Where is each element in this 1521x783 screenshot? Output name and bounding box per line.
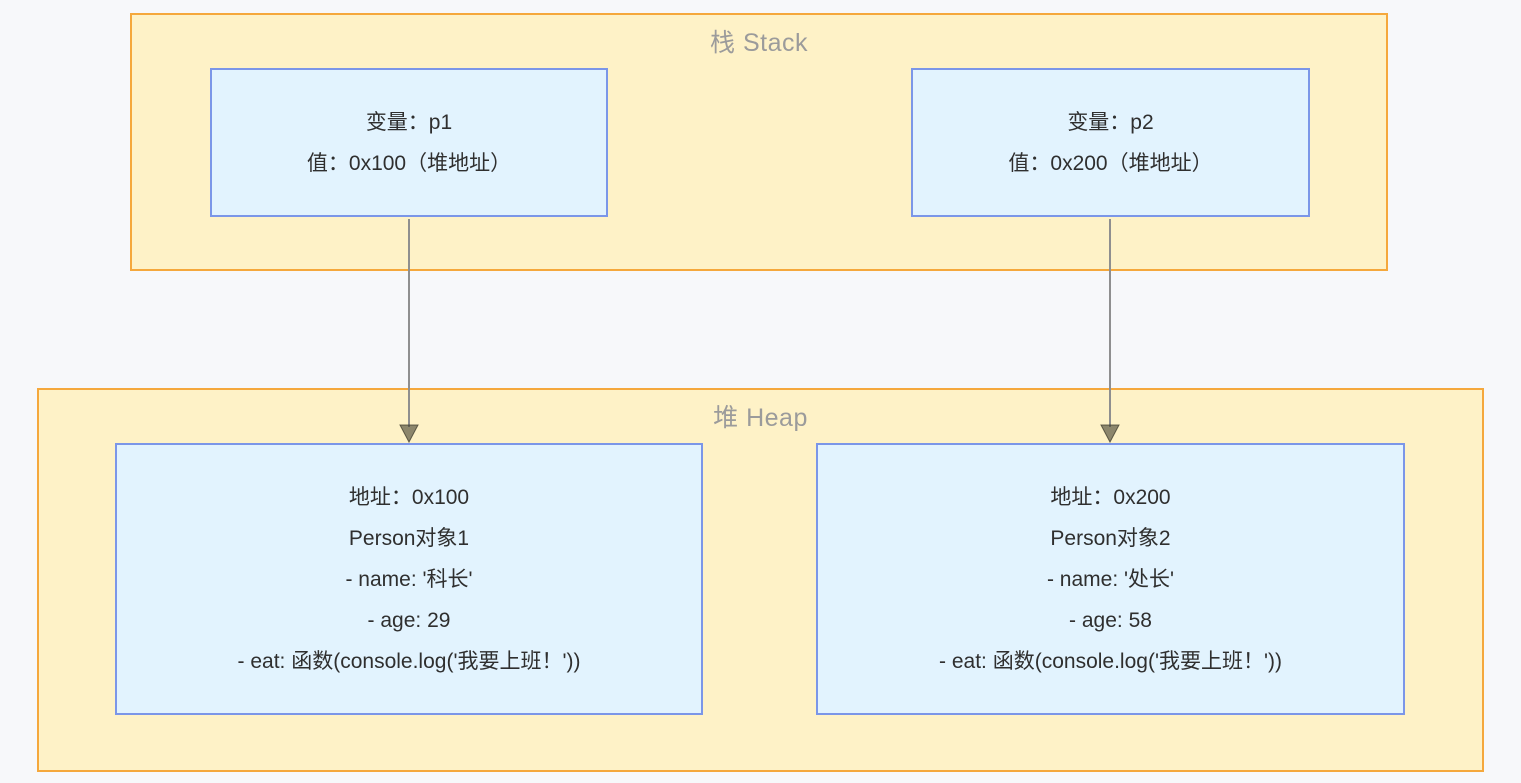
node-line: - name: '处长' [1046, 567, 1175, 591]
node-line: 值：0x100（堆地址） [306, 151, 512, 175]
heap-cluster-title: 堆 Heap [713, 404, 808, 432]
node-line: - eat: 函数(console.log('我要上班！')) [939, 649, 1282, 673]
node-line: 地址：0x200 [1050, 485, 1171, 509]
node-line: - eat: 函数(console.log('我要上班！')) [237, 649, 581, 673]
node-line: 变量：p1 [365, 110, 453, 134]
node-line: 地址：0x100 [348, 485, 470, 509]
stack-cluster-title: 栈 Stack [710, 29, 808, 57]
stack-node-p1: 变量：p1 值：0x100（堆地址） [210, 68, 608, 217]
node-line: - age: 58 [1069, 608, 1152, 632]
node-line: - age: 29 [367, 608, 451, 632]
stack-node-p2: 变量：p2 值：0x200（堆地址） [911, 68, 1310, 217]
node-line: 值：0x200（堆地址） [1008, 151, 1213, 175]
heap-node-person2: 地址：0x200 Person对象2 - name: '处长' - age: 5… [816, 443, 1405, 715]
heap-node-person1: 地址：0x100 Person对象1 - name: '科长' - age: 2… [115, 443, 703, 715]
node-line: Person对象1 [348, 526, 470, 550]
node-line: Person对象2 [1050, 526, 1171, 550]
node-line: 变量：p2 [1067, 110, 1154, 134]
node-line: - name: '科长' [345, 567, 473, 591]
